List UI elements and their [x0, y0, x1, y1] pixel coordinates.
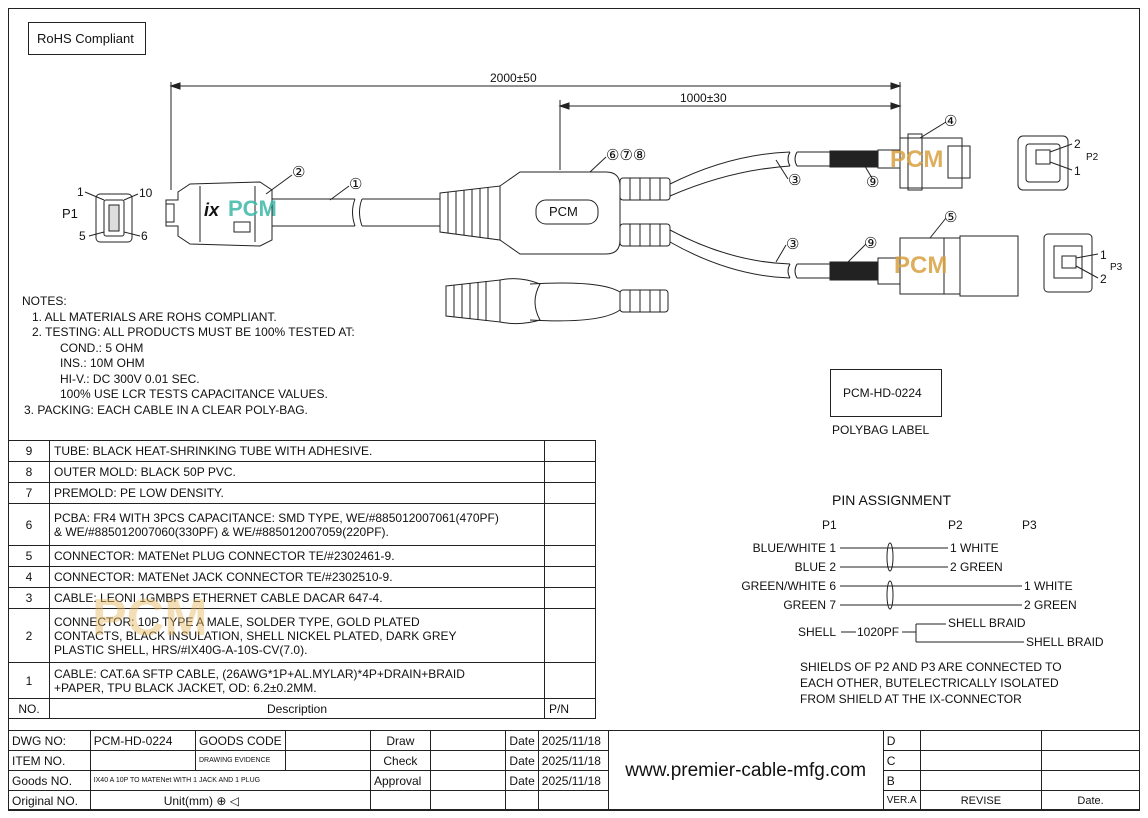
dim-overall: 2000±50: [490, 71, 537, 85]
p2-pin1: 1: [1074, 164, 1081, 178]
pin-left-1: BLUE/WHITE 1: [752, 541, 836, 555]
logo-p2: PCM: [890, 146, 944, 173]
p1-label: P1: [62, 206, 78, 221]
pin-left-2: BLUE 2: [794, 560, 836, 574]
pin-braid-2: SHELL BRAID: [1026, 635, 1104, 649]
p2-label: P2: [1086, 152, 1099, 163]
p1-pin1: 1: [77, 185, 84, 199]
pin-head-p3: P3: [1022, 518, 1037, 532]
balloon-2: ②: [292, 164, 306, 181]
notes-title: NOTES:: [22, 294, 67, 308]
projection-icon: ⊕ ◁: [216, 793, 239, 808]
pin-head-p1: P1: [822, 518, 837, 532]
note-2: 2. TESTING: ALL PRODUCTS MUST BE 100% TE…: [32, 325, 355, 339]
p1-pin10: 10: [139, 186, 153, 200]
note-2-cond: COND.: 5 OHM: [60, 340, 144, 355]
balloon-3-lower: ③: [786, 236, 800, 253]
p1-pin5: 5: [79, 229, 86, 243]
pin-shell: SHELL: [798, 625, 837, 639]
pin-right-2: 2 GREEN: [950, 560, 1003, 574]
pin-right-1: 1 WHITE: [950, 541, 999, 555]
pin-assignment-title: PIN ASSIGNMENT: [832, 492, 952, 508]
pin-head-p2: P2: [948, 518, 963, 532]
note-2-ins: INS.: 10M OHM: [60, 356, 145, 370]
pin-right-3: 1 WHITE: [1024, 579, 1073, 593]
balloon-678: ⑥⑦⑧: [606, 147, 647, 164]
pin-right-4: 2 GREEN: [1024, 598, 1077, 612]
p2-pin2: 2: [1074, 137, 1081, 151]
cable-drawing: [84, 82, 1099, 325]
plug-brand: ix: [204, 200, 220, 220]
logo-plug: PCM: [228, 196, 277, 221]
pin-cap: 1020PF: [857, 625, 900, 639]
title-block: DWG NO: PCM-HD-0224 GOODS CODE Draw Date…: [8, 730, 1140, 811]
balloon-5: ⑤: [944, 209, 958, 226]
p3-label: P3: [1110, 262, 1123, 273]
balloon-9-upper: ⑨: [866, 174, 880, 191]
note-3: 3. PACKING: EACH CABLE IN A CLEAR POLY-B…: [24, 402, 308, 417]
balloon-9-lower: ⑨: [864, 235, 878, 252]
balloon-3-upper: ③: [788, 172, 802, 189]
dim-branch: 1000±30: [680, 91, 727, 105]
balloon-4: ④: [944, 113, 958, 130]
notes-block: NOTES: 1. ALL MATERIALS ARE ROHS COMPLIA…: [22, 294, 355, 418]
logo-p3: PCM: [894, 252, 948, 279]
pin-left-3: GREEN/WHITE 6: [741, 579, 836, 593]
rohs-text: RoHS Compliant: [37, 31, 134, 46]
website: www.premier-cable-mfg.com: [607, 730, 884, 811]
p1-pin6: 6: [141, 229, 148, 243]
rohs-badge: RoHS Compliant: [28, 22, 146, 55]
pin-braid-1: SHELL BRAID: [948, 616, 1026, 630]
note-2-hiv: HI-V.: DC 300V 0.01 SEC.: [60, 371, 200, 386]
polybag-label-box: PCM-HD-0224: [830, 369, 942, 417]
pin-left-4: GREEN 7: [783, 598, 836, 612]
logo-watermark: PCM: [92, 589, 208, 647]
polybag-label-caption: POLYBAG LABEL: [832, 423, 930, 437]
p3-pin1: 1: [1100, 248, 1107, 262]
balloon-1: ①: [349, 176, 363, 193]
p3-pin2: 2: [1100, 272, 1107, 286]
shield-note: SHIELDS OF P2 AND P3 ARE CONNECTED TO EA…: [800, 660, 1062, 706]
splitter-logo: PCM: [549, 204, 578, 219]
note-2-lcr: 100% USE LCR TESTS CAPACITANCE VALUES.: [60, 387, 328, 401]
polybag-label-text: PCM-HD-0224: [843, 386, 922, 400]
note-1: 1. ALL MATERIALS ARE ROHS COMPLIANT.: [32, 309, 277, 324]
